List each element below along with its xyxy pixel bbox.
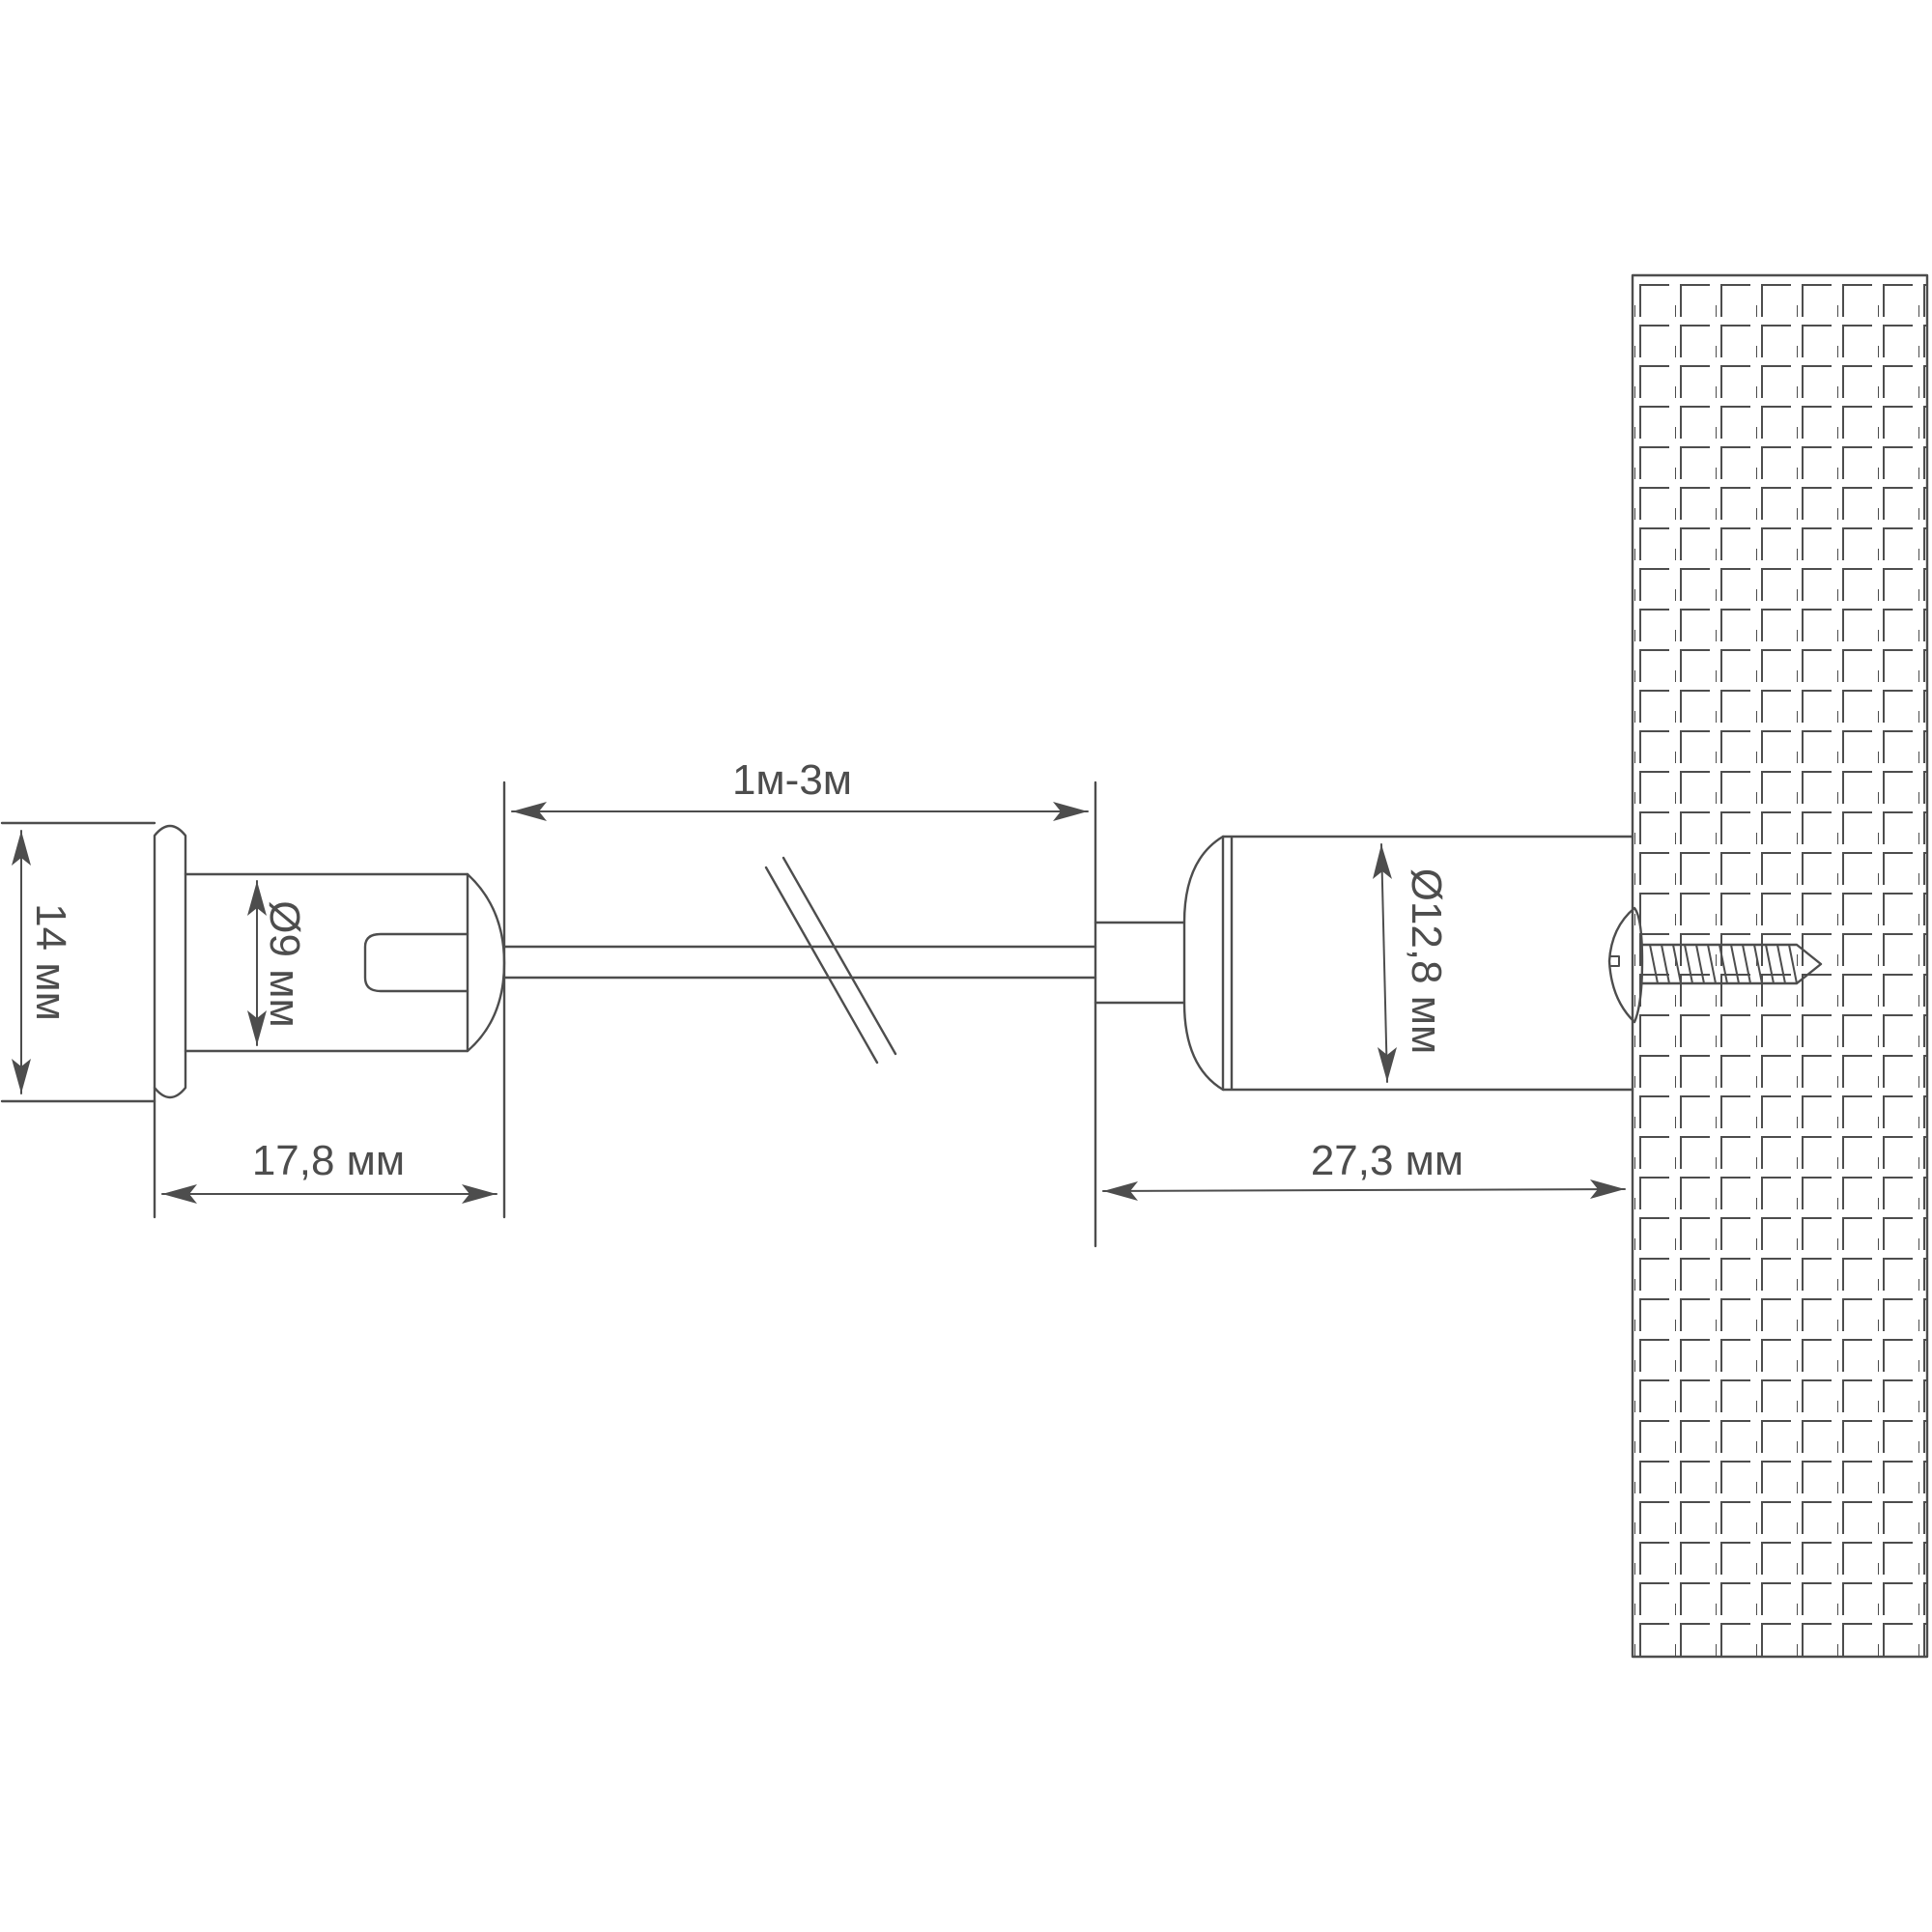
wall <box>1631 273 1929 1659</box>
left-fitting <box>153 824 506 1099</box>
dim-left-length-label: 17,8 мм <box>252 1137 405 1184</box>
dim-left-diameter: Ø9 мм <box>247 880 308 1046</box>
dim-right-length: 27,3 мм <box>1102 1137 1626 1201</box>
dim-right-diameter: Ø12,8 мм <box>1373 843 1450 1083</box>
dim-right-length-label: 27,3 мм <box>1311 1137 1463 1184</box>
dim-cable-length-label: 1м-3м <box>732 756 852 804</box>
cable <box>502 856 1097 1065</box>
dim-left-length: 17,8 мм <box>153 1086 497 1219</box>
dim-right-diameter-label: Ø12,8 мм <box>1403 868 1450 1055</box>
dim-left-height: 14 мм <box>0 821 156 1103</box>
mounting-screw-icon <box>1607 906 1823 1024</box>
dim-cable-length: 1м-3м <box>502 756 1097 1248</box>
dim-left-height-label: 14 мм <box>27 903 74 1021</box>
dim-left-diameter-label: Ø9 мм <box>261 900 308 1027</box>
right-fitting <box>1094 835 1634 1092</box>
